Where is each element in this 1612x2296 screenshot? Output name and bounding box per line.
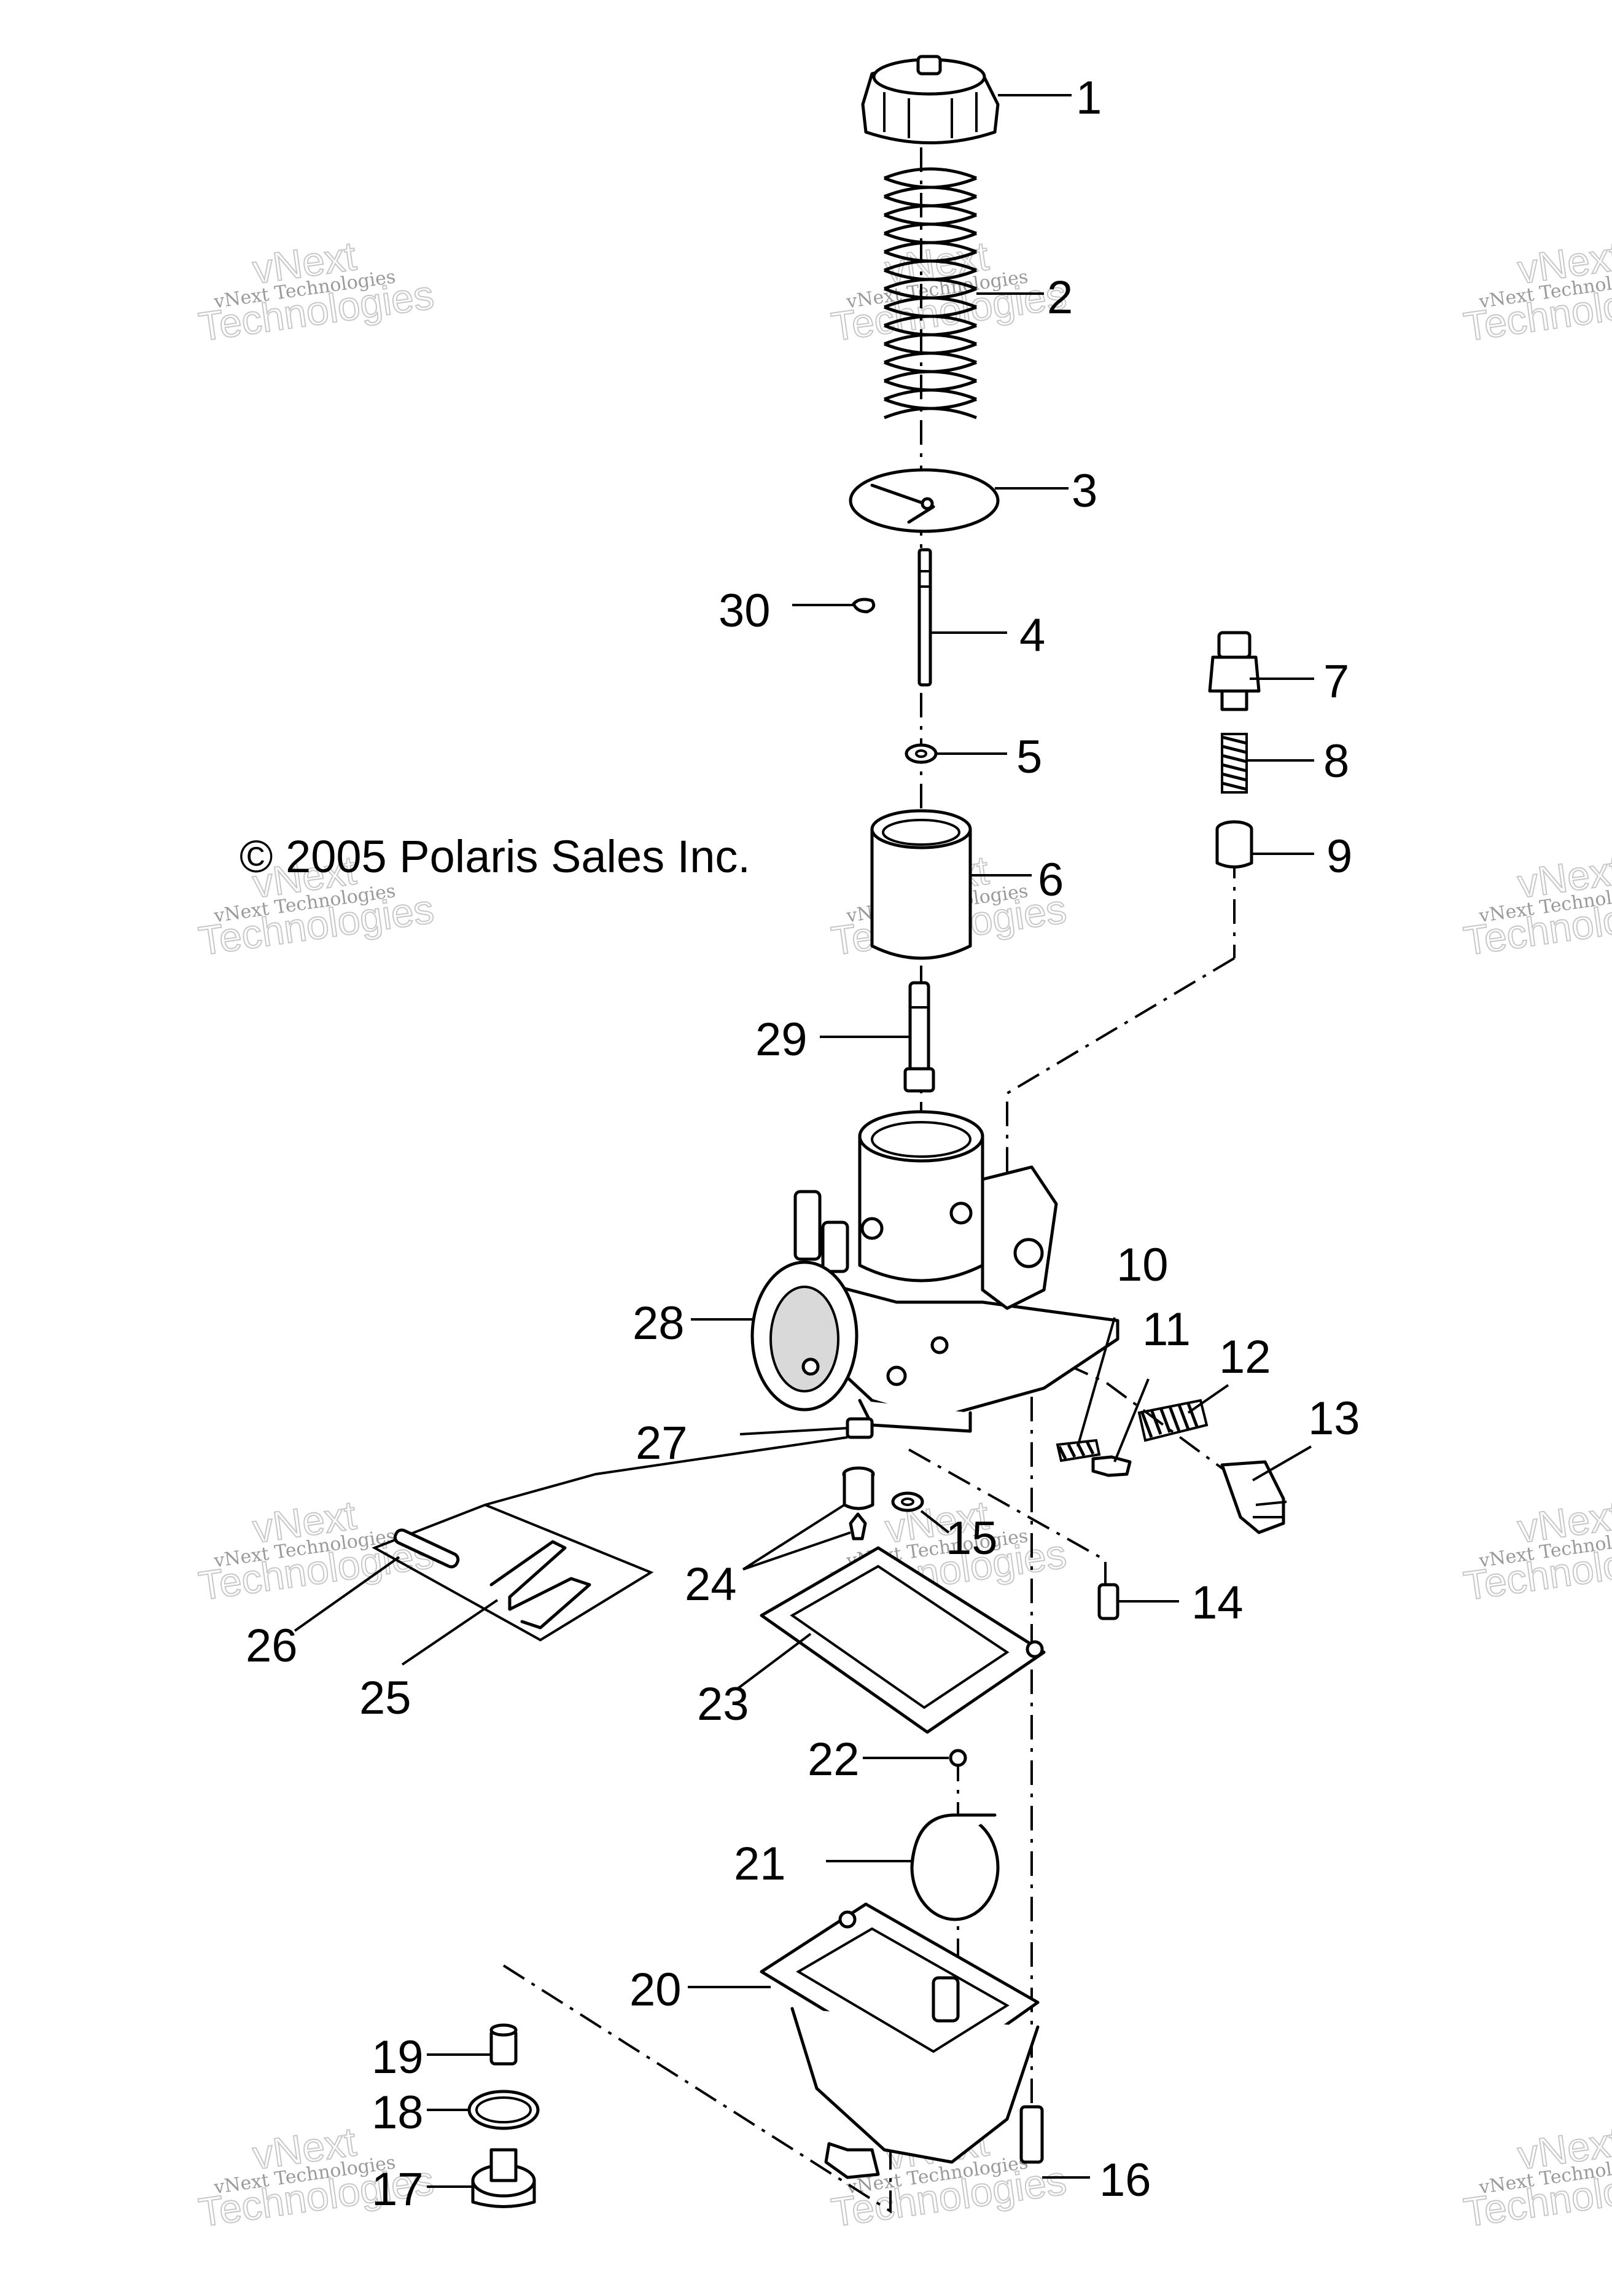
callout-22: 22 bbox=[808, 1733, 860, 1786]
part-16-screw bbox=[1019, 2105, 1044, 2164]
part-13-throttle-stop-screw bbox=[1220, 1460, 1287, 1534]
callout-9: 9 bbox=[1326, 830, 1352, 883]
callout-19: 19 bbox=[372, 2031, 424, 2083]
part-20-float-bowl bbox=[760, 1902, 1040, 2179]
part-10-small-spring bbox=[1056, 1439, 1101, 1462]
part-4-jet-needle bbox=[917, 548, 932, 687]
part-22-ball bbox=[949, 1749, 967, 1767]
callout-28: 28 bbox=[633, 1297, 685, 1349]
part-27-body-bottom-fitting bbox=[846, 1417, 874, 1439]
part-8-small-spring bbox=[1221, 733, 1248, 794]
part-25-float-pin-clip bbox=[489, 1540, 591, 1630]
watermark: vNext Technologies vNext Technologies bbox=[1460, 232, 1612, 350]
callout-6: 6 bbox=[1038, 854, 1064, 906]
callout-11: 11 bbox=[1142, 1303, 1191, 1356]
callout-20: 20 bbox=[629, 1964, 682, 2016]
part-24-main-jet bbox=[849, 1512, 867, 1540]
part-15-washer bbox=[891, 1491, 924, 1512]
callout-17: 17 bbox=[372, 2163, 424, 2216]
callout-8: 8 bbox=[1323, 735, 1349, 787]
screw-axis-right bbox=[982, 1326, 1248, 1488]
part-6-throttle-slide bbox=[870, 809, 972, 960]
callout-3: 3 bbox=[1072, 465, 1097, 517]
callout-15: 15 bbox=[946, 1512, 998, 1564]
part-29-needle-jet bbox=[903, 981, 935, 1093]
part-11-pilot-screw bbox=[1091, 1455, 1132, 1477]
part-1-top-cap bbox=[861, 55, 1000, 144]
watermark: vNext Technologies vNext Technologies bbox=[1460, 846, 1612, 964]
part-14-idle-jet bbox=[1097, 1583, 1119, 1620]
callout-18: 18 bbox=[372, 2087, 424, 2139]
part-30-e-clip bbox=[852, 598, 876, 614]
callout-23: 23 bbox=[697, 1678, 749, 1730]
leader-lines bbox=[294, 94, 1314, 2188]
callout-2: 2 bbox=[1047, 271, 1073, 324]
callout-21: 21 bbox=[734, 1838, 786, 1890]
callout-5: 5 bbox=[1016, 731, 1042, 783]
part-18-o-ring bbox=[467, 2090, 540, 2130]
callout-labels: 1 2 3 4 5 6 7 8 9 10 11 12 13 14 15 16 1… bbox=[246, 72, 1360, 2216]
part-28-carburetor-body bbox=[750, 1110, 1119, 1433]
part-26-pin bbox=[393, 1528, 460, 1569]
part-19-drain-fitting bbox=[489, 2023, 518, 2066]
part-24-main-jet-holder bbox=[842, 1466, 875, 1510]
part-23-float-bowl-gasket bbox=[760, 1546, 1046, 1734]
part-21-float bbox=[910, 1813, 1000, 1921]
part-2-spring bbox=[884, 167, 977, 420]
callout-4: 4 bbox=[1019, 609, 1045, 662]
jet-axis-line bbox=[908, 1448, 1107, 1585]
callout-7: 7 bbox=[1323, 655, 1349, 708]
callout-16: 16 bbox=[1099, 2154, 1151, 2206]
part-5-washer bbox=[905, 743, 938, 764]
callout-1: 1 bbox=[1076, 72, 1102, 124]
watermark: vNext Technologies vNext Technologies bbox=[195, 232, 437, 350]
part-12-spring bbox=[1137, 1399, 1209, 1442]
part-9-plunger bbox=[1215, 820, 1253, 869]
callout-10: 10 bbox=[1116, 1239, 1169, 1291]
part-3-retainer-plate bbox=[849, 468, 1000, 533]
callout-30: 30 bbox=[718, 585, 771, 637]
callout-29: 29 bbox=[755, 1013, 808, 1066]
copyright-notice: © 2005 Polaris Sales Inc. bbox=[239, 831, 750, 882]
callout-25: 25 bbox=[359, 1672, 411, 1724]
part-7-valve-seat-nut bbox=[1208, 631, 1261, 711]
callout-26: 26 bbox=[246, 1620, 298, 1672]
part-17-drain-plug bbox=[471, 2148, 536, 2208]
watermark: vNext Technologies vNext Technologies bbox=[1460, 2118, 1612, 2236]
callout-14: 14 bbox=[1191, 1577, 1244, 1629]
callout-13: 13 bbox=[1308, 1392, 1360, 1445]
callout-12: 12 bbox=[1219, 1331, 1271, 1383]
watermark: vNext Technologies vNext Technologies bbox=[1460, 1491, 1612, 1609]
callout-27: 27 bbox=[636, 1417, 688, 1469]
callout-24: 24 bbox=[685, 1558, 737, 1611]
watermark: vNext Technologies vNext Technologies bbox=[195, 1491, 437, 1609]
